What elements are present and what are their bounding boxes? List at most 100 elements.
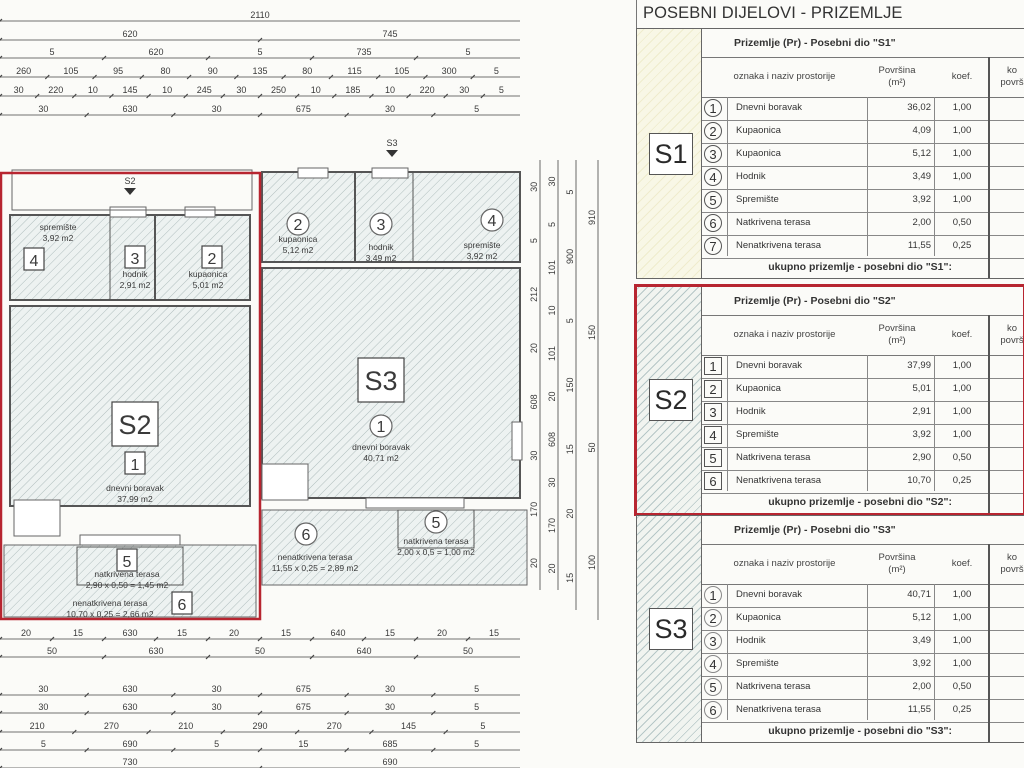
- dimension-label: 30: [385, 104, 395, 114]
- room-name: Spremište: [736, 194, 779, 205]
- room-name: spremište: [464, 240, 501, 250]
- room-koef: 0,50: [952, 681, 972, 692]
- dimension-row: 2110: [0, 10, 520, 22]
- dimension-label: 20: [547, 563, 557, 573]
- room-area: 5,01: [912, 383, 932, 394]
- room-koef: 1,00: [952, 194, 972, 205]
- room-name: natkrivena terasa: [403, 536, 468, 546]
- table-row: 5 Spremište 3,92 1,00: [702, 189, 1024, 213]
- dimension-label: 250: [271, 85, 286, 95]
- room-area: 3,49 m2: [366, 253, 397, 263]
- dimension-label: 220: [420, 85, 435, 95]
- unit-id-cell: S3: [636, 515, 702, 743]
- room-name: nenatkrivena terasa: [278, 552, 353, 562]
- dimension-label: 630: [122, 628, 137, 638]
- dimension-label: 620: [122, 29, 137, 39]
- dimension-label: 5: [529, 238, 539, 243]
- dimension-label: 145: [122, 85, 137, 95]
- room-number: 7: [704, 237, 722, 255]
- dimension-label: 15: [489, 628, 499, 638]
- dimension-label: 170: [529, 502, 539, 517]
- unit-id-label: S3: [649, 608, 693, 650]
- room-name: spremište: [40, 222, 77, 232]
- room-name: Natkrivena terasa: [736, 681, 811, 692]
- room-name: Kupaonica: [736, 148, 781, 159]
- room-number: 4: [704, 168, 722, 186]
- dimension-label: 910: [587, 210, 597, 225]
- room-area: 3,92: [912, 194, 932, 205]
- unit-table: Prizemlje (Pr) - Posebni dio "S2"oznaka …: [702, 286, 1024, 514]
- room-number: 6: [704, 214, 722, 232]
- dimension-label: 10: [385, 85, 395, 95]
- dimension-label: 105: [394, 66, 409, 76]
- dimension-label: 5: [49, 47, 54, 57]
- room-koef: 1,00: [952, 658, 972, 669]
- dimension-label: 5: [547, 222, 557, 227]
- dimension-label: 5: [565, 190, 575, 195]
- room-area: 3,49: [912, 171, 932, 182]
- dimension-label: 608: [547, 432, 557, 447]
- column-header-name: oznaka i naziv prostorije: [733, 329, 836, 340]
- dimension-label: 185: [345, 85, 360, 95]
- room-koef: 1,00: [952, 406, 972, 417]
- dimension-label: 675: [296, 702, 311, 712]
- room-name: Kupaonica: [736, 383, 781, 394]
- dimension-label: 30: [547, 477, 557, 487]
- room-area: 2,91: [912, 406, 932, 417]
- dimension-label: 5: [41, 739, 46, 749]
- room-area: 37,99: [907, 360, 931, 371]
- dimension-label: 15: [281, 628, 291, 638]
- room-area: 40,71 m2: [363, 453, 399, 463]
- dimension-label: 145: [401, 721, 416, 731]
- room-name: Natkrivena terasa: [736, 452, 811, 463]
- room-area: 5,01 m2: [193, 280, 224, 290]
- dimension-label: 675: [296, 104, 311, 114]
- room-area: 11,55 x 0,25 = 2,89 m2: [272, 563, 359, 573]
- column-header-extra: ko površ: [1000, 323, 1024, 346]
- dimension-label: 30: [236, 85, 246, 95]
- dimension-label: 630: [148, 646, 163, 656]
- section-marker-s2: S2: [124, 176, 135, 186]
- dimension-label: 80: [160, 66, 170, 76]
- room-number: 5: [704, 191, 722, 209]
- column-divider: [988, 315, 990, 513]
- dimension-label: 630: [122, 104, 137, 114]
- right-dimension-lines: 3052122060830170203051011010120608301702…: [529, 160, 599, 620]
- room-koef: 1,00: [952, 383, 972, 394]
- room-name: Kupaonica: [736, 125, 781, 136]
- room-number: 4: [704, 426, 722, 444]
- dimension-label: 608: [529, 394, 539, 409]
- room-name: Nenatkrivena terasa: [736, 704, 822, 715]
- dimension-label: 10: [162, 85, 172, 95]
- column-divider: [988, 57, 990, 278]
- dimension-label: 685: [382, 739, 397, 749]
- room-area: 10,70 x 0,25 = 2,66 m2: [66, 609, 153, 619]
- column-header-area: Površina (m²): [878, 65, 916, 88]
- room-area: 2,91 m2: [120, 280, 151, 290]
- s2-highlight-frame: [0, 171, 262, 621]
- unit-total-row: ukupno prizemlje - posebni dio "S1":: [768, 261, 952, 273]
- dimension-label: 10: [547, 305, 557, 315]
- dimension-label: 630: [122, 702, 137, 712]
- dimension-label: 30: [14, 85, 24, 95]
- room-koef: 1,00: [952, 148, 972, 159]
- dimension-label: 5: [474, 104, 479, 114]
- dimension-label: 245: [197, 85, 212, 95]
- dimension-label: 150: [565, 377, 575, 392]
- room-number: 1: [704, 586, 722, 604]
- dimension-label: 101: [547, 260, 557, 275]
- dimension-label: 212: [529, 287, 539, 302]
- dimension-label: 5: [494, 66, 499, 76]
- unit-id-label: S1: [649, 132, 693, 175]
